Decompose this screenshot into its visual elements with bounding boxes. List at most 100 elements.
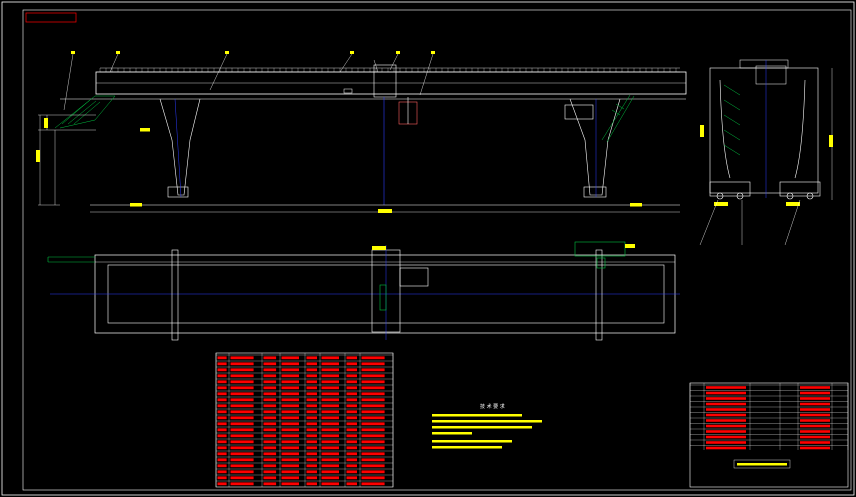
parts-cell-fill xyxy=(217,362,227,366)
parts-cell-fill xyxy=(346,452,357,456)
title-cell-fill xyxy=(706,430,746,433)
parts-cell-fill xyxy=(361,362,385,366)
plan-trolley-tag xyxy=(372,246,386,250)
parts-cell-fill xyxy=(361,368,385,372)
parts-cell-fill xyxy=(361,404,385,408)
parts-cell-fill xyxy=(263,356,277,360)
parts-cell-fill xyxy=(263,410,277,414)
parts-cell-fill xyxy=(321,464,339,468)
parts-cell-fill xyxy=(306,434,317,438)
cab-marker xyxy=(343,88,353,94)
parts-cell-fill xyxy=(230,476,254,480)
parts-cell-fill xyxy=(306,392,317,396)
title-cell-fill xyxy=(800,413,830,417)
parts-cell-fill xyxy=(346,416,357,420)
parts-cell-fill xyxy=(230,446,254,450)
parts-cell-fill xyxy=(306,386,317,390)
parts-cell-fill xyxy=(306,398,317,402)
parts-cell-fill xyxy=(230,452,254,456)
parts-cell-fill xyxy=(306,416,317,420)
parts-cell-fill xyxy=(306,404,317,408)
parts-cell-fill xyxy=(281,464,299,468)
parts-cell-fill xyxy=(321,392,339,396)
parts-cell-fill xyxy=(263,398,277,402)
parts-cell-fill xyxy=(217,464,227,468)
parts-cell-fill xyxy=(321,452,339,456)
parts-cell-fill xyxy=(321,440,339,444)
parts-cell-fill xyxy=(321,428,339,432)
parts-cell-fill xyxy=(263,416,277,420)
parts-cell-fill xyxy=(306,476,317,480)
parts-cell-fill xyxy=(217,482,227,486)
parts-cell-fill xyxy=(230,374,254,378)
drawing-title-mark xyxy=(737,463,787,466)
parts-cell-fill xyxy=(281,482,299,486)
parts-cell-fill xyxy=(346,404,357,408)
parts-cell-fill xyxy=(361,458,385,462)
parts-cell-fill xyxy=(281,356,299,360)
parts-cell-fill xyxy=(361,452,385,456)
parts-table-grid xyxy=(215,353,394,487)
parts-cell-fill xyxy=(306,440,317,444)
parts-cell-fill xyxy=(346,392,357,396)
side-height-tag xyxy=(829,135,833,147)
left-height-dimensions xyxy=(38,114,96,206)
parts-cell-fill xyxy=(263,368,277,372)
parts-cell-fill xyxy=(263,386,277,390)
clearance-tag xyxy=(36,150,40,162)
parts-cell-fill xyxy=(361,410,385,414)
mid-dim-tag xyxy=(140,128,150,132)
balloon-marks xyxy=(71,51,435,54)
parts-cell-fill xyxy=(346,380,357,384)
left-cantilever xyxy=(54,95,116,129)
parts-cell-fill xyxy=(230,356,254,360)
parts-cell-fill xyxy=(361,434,385,438)
parts-cell-fill xyxy=(281,446,299,450)
parts-cell-fill xyxy=(263,464,277,468)
parts-cell-fill xyxy=(306,368,317,372)
title-cell-fill xyxy=(706,424,746,428)
parts-cell-fill xyxy=(217,386,227,390)
parts-cell-fill xyxy=(263,458,277,462)
parts-cell-fill xyxy=(281,410,299,414)
parts-cell-fill xyxy=(346,428,357,432)
parts-cell-fill xyxy=(217,434,227,438)
title-block-grid xyxy=(689,383,849,450)
title-cell-fill xyxy=(800,391,830,395)
plan-cab xyxy=(574,241,626,269)
title-cell-fill xyxy=(800,408,830,411)
parts-cell-fill xyxy=(306,356,317,360)
title-cell-fill xyxy=(800,397,830,400)
parts-cell-fill xyxy=(217,428,227,432)
parts-cell-fill xyxy=(306,470,317,474)
parts-cell-fill xyxy=(230,392,254,396)
notes-lines xyxy=(432,414,542,449)
parts-cell-fill xyxy=(281,470,299,474)
parts-cell-fill xyxy=(346,476,357,480)
title-cell-fill xyxy=(706,419,746,422)
title-cell-fill xyxy=(706,391,746,395)
railing-posts xyxy=(99,68,677,72)
parts-cell-fill xyxy=(346,356,357,360)
parts-cell-fill xyxy=(281,428,299,432)
parts-cell-fill xyxy=(361,482,385,486)
parts-cell-fill xyxy=(361,380,385,384)
parts-cell-fill xyxy=(321,446,339,450)
parts-cell-fill xyxy=(361,386,385,390)
parts-cell-fill xyxy=(263,482,277,486)
title-cell-fill xyxy=(706,446,746,450)
parts-cell-fill xyxy=(217,458,227,462)
right-leg xyxy=(564,98,621,198)
parts-cell-fill xyxy=(321,470,339,474)
side-frame xyxy=(709,67,819,194)
parts-cell-fill xyxy=(306,464,317,468)
plan-cantilever xyxy=(47,256,95,263)
parts-cell-fill xyxy=(281,422,299,426)
parts-cell-fill xyxy=(230,386,254,390)
parts-cell-fill xyxy=(321,404,339,408)
parts-cell-fill xyxy=(281,374,299,378)
title-cell-fill xyxy=(706,402,746,406)
right-ladder xyxy=(601,94,635,143)
side-hatching xyxy=(723,84,741,156)
title-cell-fill xyxy=(706,441,746,444)
